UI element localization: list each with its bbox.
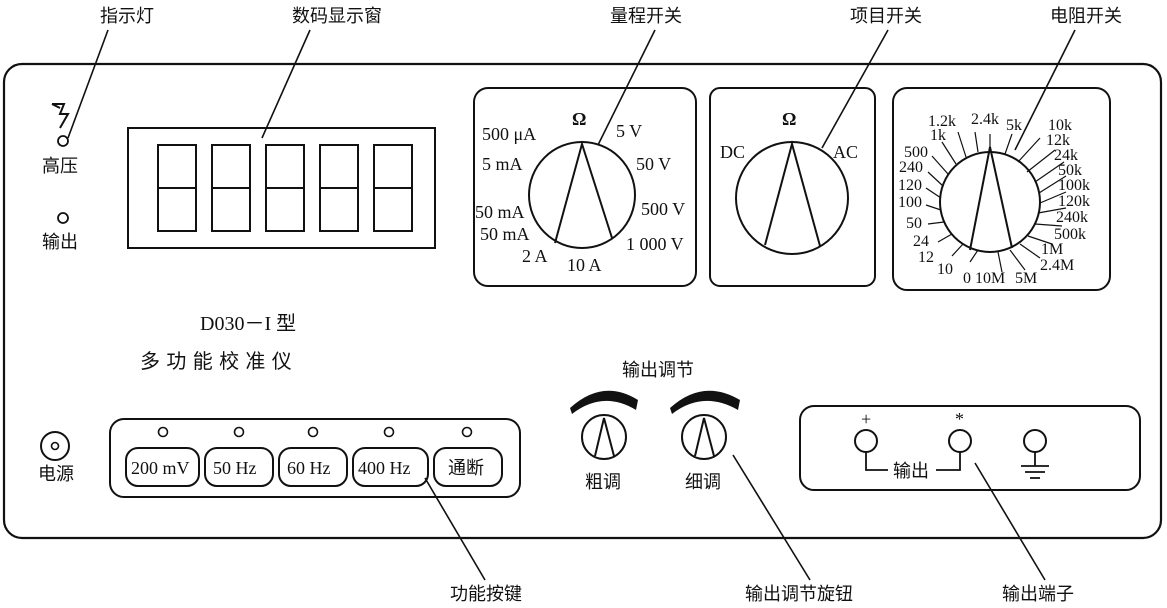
range-label: 5 V — [616, 121, 642, 141]
instrument-name: 多 功 能 校 准 仪 — [140, 349, 292, 373]
resistance-label: 2.4k — [971, 111, 999, 128]
range-label: 500 μA — [482, 124, 536, 144]
range-label: 50 V — [636, 154, 671, 174]
svg-text:通断: 通断 — [448, 458, 484, 479]
callout-output-knob: 输出调节旋钮 — [745, 584, 853, 605]
function-keys-panel — [109, 418, 521, 498]
range-label: 10 A — [567, 255, 602, 275]
model-label: D030－I 型 — [200, 312, 296, 335]
function-led-row — [157, 426, 473, 438]
function-button-400hz[interactable]: 400 Hz — [352, 447, 429, 487]
terminal-wiring — [865, 452, 1049, 479]
output-led — [57, 212, 69, 224]
range-label: 1 000 V — [626, 234, 684, 254]
svg-text:50 Hz: 50 Hz — [213, 458, 257, 478]
resistance-label: 500 — [904, 144, 928, 161]
item-label: AC — [833, 142, 858, 162]
callout-indicator-light: 指示灯 — [100, 6, 154, 27]
resistance-label: 2.4M — [1040, 257, 1074, 274]
resistance-label: 100 — [898, 194, 922, 211]
resistance-label: 24 — [913, 233, 929, 250]
resistance-label: 1.2k — [928, 113, 956, 130]
high-voltage-led — [57, 135, 69, 147]
ground-terminal[interactable] — [1023, 429, 1047, 453]
resistance-label: 240k — [1056, 209, 1088, 226]
resistance-label: 120k — [1058, 193, 1090, 210]
range-label: 5 mA — [482, 154, 523, 174]
resistance-label: 12 — [918, 249, 934, 266]
svg-text:400 Hz: 400 Hz — [358, 458, 411, 478]
resistance-switch[interactable]: 1.2k 2.4k 5k 10k 1k 12k 500 24k 240 50k … — [892, 87, 1111, 291]
output-led-label: 输出 — [42, 232, 78, 253]
item-label: Ω — [782, 109, 796, 129]
item-switch[interactable]: Ω DC AC — [709, 87, 876, 287]
function-button-50hz[interactable]: 50 Hz — [204, 447, 274, 487]
resistance-label: 10k — [1048, 117, 1072, 134]
coarse-arc — [570, 390, 638, 414]
resistance-label: 120 — [898, 177, 922, 194]
resistance-label: 24k — [1054, 147, 1078, 164]
svg-text:60 Hz: 60 Hz — [287, 458, 331, 478]
output-terminal-label: 输出 — [893, 461, 929, 482]
coarse-label: 粗调 — [585, 472, 621, 493]
resistance-label: 50k — [1058, 162, 1082, 179]
terminal-common[interactable] — [948, 429, 972, 453]
resistance-label: 50 — [906, 215, 922, 232]
fine-label: 细调 — [685, 472, 721, 493]
output-adjust-label: 输出调节 — [622, 360, 694, 381]
callout-digital-window: 数码显示窗 — [292, 6, 382, 27]
range-label: 2 A — [522, 246, 548, 266]
output-indicator: 输出 — [42, 212, 78, 253]
resistance-label: 12k — [1046, 132, 1070, 149]
star-mark: * — [955, 409, 964, 429]
function-button-60hz[interactable]: 60 Hz — [278, 447, 348, 487]
resistance-label: 5k — [1006, 117, 1022, 134]
instrument-panel — [2, 62, 1163, 540]
item-label: DC — [720, 142, 745, 162]
resistance-label: 0 — [963, 270, 971, 287]
power-label: 电源 — [38, 464, 74, 485]
range-label: 500 V — [641, 199, 685, 219]
range-label: Ω — [572, 109, 586, 129]
digital-display-window — [127, 127, 436, 249]
output-terminal-panel — [799, 405, 1141, 491]
lightning-icon — [51, 103, 70, 129]
range-switch[interactable]: Ω 5 V 50 V 500 V 1 000 V 10 A 2 A 50 mA … — [473, 87, 697, 287]
coarse-knob[interactable] — [581, 414, 627, 460]
range-label: 50 mA — [475, 202, 525, 222]
callout-range-switch: 量程开关 — [610, 6, 682, 27]
resistance-label: 1k — [930, 127, 946, 144]
resistance-label: 100k — [1058, 177, 1090, 194]
plus-mark: + — [861, 409, 871, 429]
terminal-positive[interactable] — [854, 429, 878, 453]
fine-knob[interactable] — [681, 414, 727, 460]
function-button-continuity[interactable]: 通断 — [433, 447, 503, 487]
resistance-label: 240 — [899, 159, 923, 176]
svg-text:200 mV: 200 mV — [131, 458, 190, 478]
callout-resistance-switch: 电阻开关 — [1050, 6, 1122, 27]
resistance-label: 10M — [975, 270, 1005, 287]
callout-function-keys: 功能按键 — [450, 584, 522, 605]
range-label: 50 mA — [480, 224, 530, 244]
resistance-label: 5M — [1015, 270, 1037, 287]
high-voltage-indicator: 高压 — [42, 103, 78, 177]
fine-arc — [670, 390, 740, 414]
leader-lines — [67, 29, 1076, 581]
power-button[interactable] — [40, 431, 70, 461]
high-voltage-label: 高压 — [42, 156, 78, 177]
resistance-label: 1M — [1041, 241, 1063, 258]
callout-item-switch: 项目开关 — [850, 6, 922, 27]
function-button-200mv[interactable]: 200 mV — [125, 447, 200, 487]
callout-output-terminal: 输出端子 — [1002, 584, 1074, 605]
resistance-label: 500k — [1054, 226, 1086, 243]
resistance-label: 10 — [937, 261, 953, 278]
